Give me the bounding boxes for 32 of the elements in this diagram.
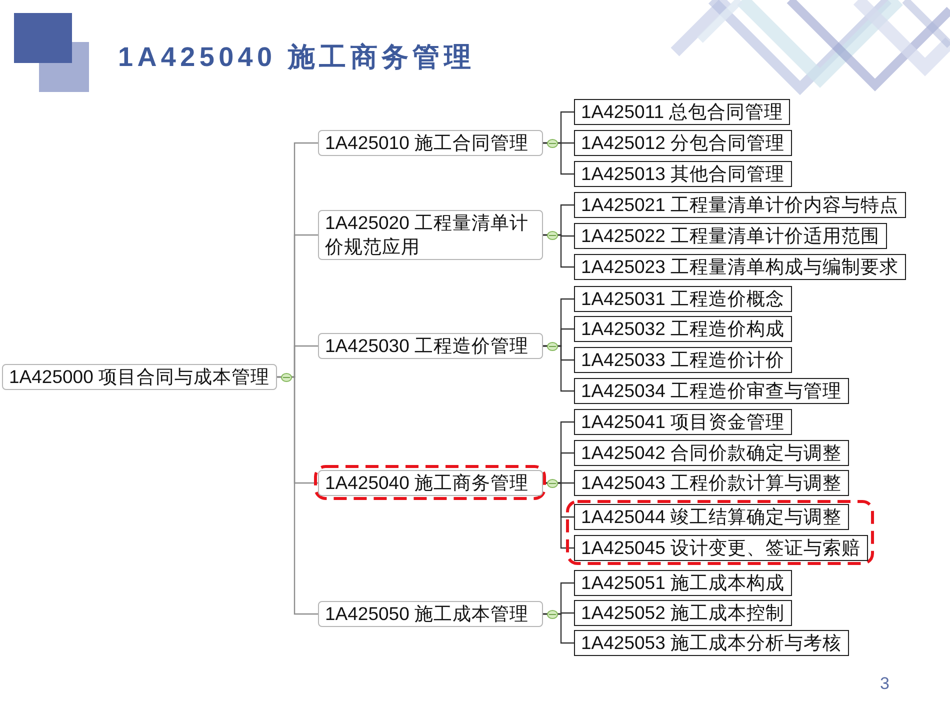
subtopic-box: 1A425012 分包合同管理 — [574, 130, 792, 156]
subtopic-box: 1A425045 设计变更、签证与索赔 — [574, 535, 868, 561]
root-topic-box: 1A425000 项目合同与成本管理 — [2, 364, 277, 390]
subtopic-box: 1A425013 其他合同管理 — [574, 161, 792, 187]
subtopic-box: 1A425034 工程造价审查与管理 — [574, 378, 849, 404]
subtopic-box: 1A425023 工程量清单构成与编制要求 — [574, 254, 906, 280]
topic-box: 1A425040 施工商务管理 — [318, 470, 543, 496]
topic-box: 1A425010 施工合同管理 — [318, 130, 543, 156]
subtopic-box: 1A425022 工程量清单计价适用范围 — [574, 223, 887, 249]
page-number: 3 — [880, 674, 890, 694]
topic-box: 1A425030 工程造价管理 — [318, 333, 543, 359]
subtopic-box: 1A425033 工程造价计价 — [574, 347, 792, 373]
connector-line — [543, 345, 574, 392]
slide-title: 1A425040 施工商务管理 — [118, 41, 476, 74]
subtopic-box: 1A425043 工程价款计算与调整 — [574, 470, 849, 496]
subtopic-box: 1A425041 项目资金管理 — [574, 409, 792, 435]
subtopic-box: 1A425032 工程造价构成 — [574, 316, 792, 342]
topic-box: 1A425050 施工成本管理 — [318, 601, 543, 627]
topic-box: 1A425020 工程量清单计价规范应用 — [318, 210, 543, 260]
subtopic-box: 1A425053 施工成本分析与考核 — [574, 630, 849, 656]
highlight-frame — [314, 465, 546, 500]
subtopic-box: 1A425021 工程量清单计价内容与特点 — [574, 192, 906, 218]
connector-line — [543, 482, 574, 549]
subtopic-box: 1A425031 工程造价概念 — [574, 286, 792, 312]
connector-line — [543, 142, 574, 175]
subtopic-box: 1A425052 施工成本控制 — [574, 600, 792, 626]
subtopic-box: 1A425042 合同价款确定与调整 — [574, 440, 849, 466]
highlight-frame — [566, 500, 874, 565]
subtopic-box: 1A425044 竣工结算确定与调整 — [574, 504, 849, 530]
subtopic-box: 1A425051 施工成本构成 — [574, 570, 792, 596]
connector-line — [276, 376, 318, 615]
subtopic-box: 1A425011 总包合同管理 — [574, 99, 790, 125]
